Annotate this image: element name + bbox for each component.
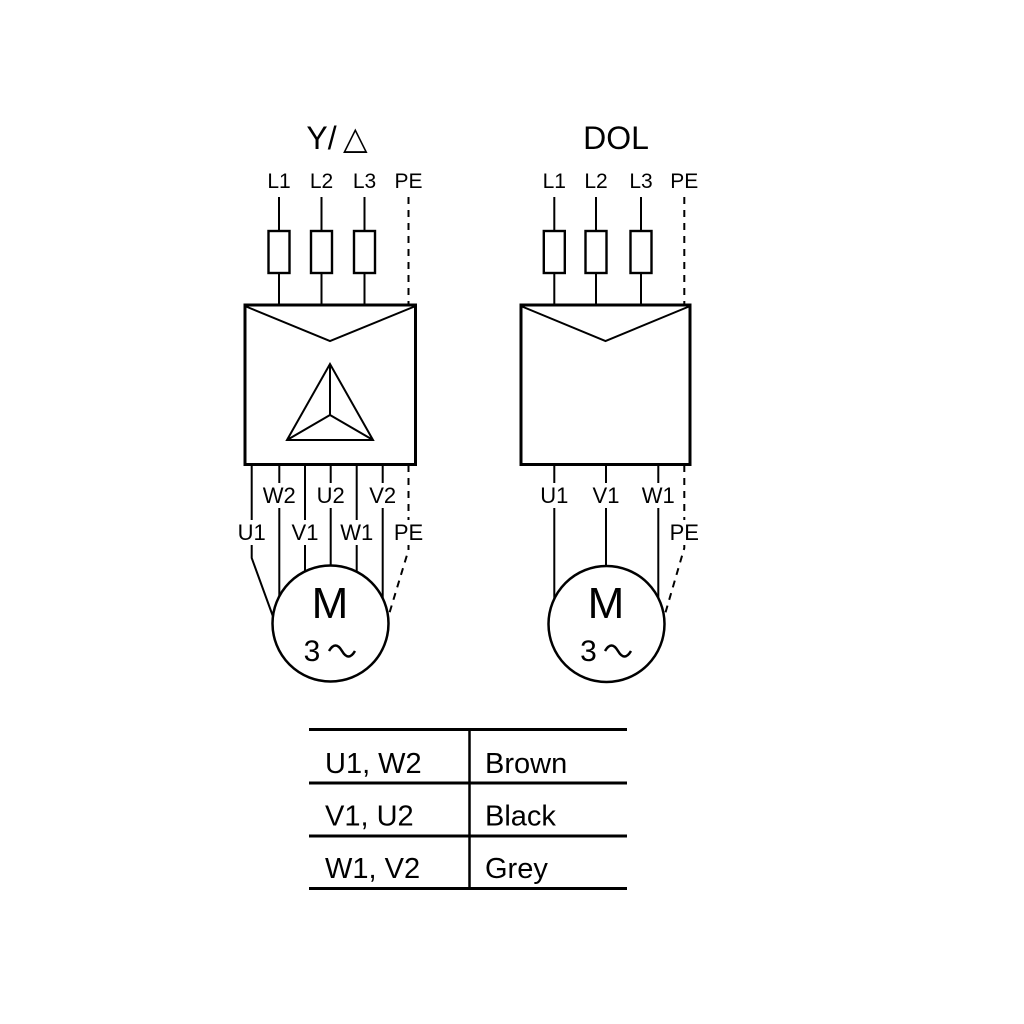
- dol-input-label-l3: L3: [629, 170, 652, 193]
- sd-output-label-v1: V1: [292, 520, 319, 545]
- dol-pe-label-bg: [667, 520, 702, 545]
- dol-fuse-l2: [584, 229, 608, 275]
- sd-u1-label-bg: [234, 520, 269, 545]
- sd-input-label-pe: PE: [394, 170, 422, 193]
- star-delta-title: Y/ △: [306, 120, 368, 156]
- table-color-1: Brown: [485, 748, 567, 780]
- dol-chevron-symbol: [521, 305, 690, 343]
- table-terminals-1: U1, W2: [325, 748, 422, 780]
- table-color-2: Black: [485, 801, 556, 833]
- dol-title: DOL: [583, 120, 649, 156]
- dol-output-label-w1: W1: [642, 483, 675, 508]
- sd-output-label-v2: V2: [369, 483, 396, 508]
- sd-fuse-l3: [352, 229, 377, 275]
- sd-supply-wires: [278, 197, 366, 305]
- table-terminals-2: V1, U2: [325, 801, 414, 833]
- dol-sine-wave-icon: [603, 644, 633, 658]
- sd-input-label-l2: L2: [310, 170, 333, 193]
- sd-output-label-u1: U1: [238, 520, 266, 545]
- dol-pe-wire-bottom: [662, 465, 686, 622]
- sd-fuse-l1: [267, 229, 291, 275]
- sd-motor-phase-count: 3: [304, 635, 321, 668]
- dol-supply-wires: [553, 197, 642, 305]
- sd-pe-wire-bottom: [386, 465, 410, 622]
- dol-output-label-v1: V1: [593, 483, 620, 508]
- dol-u1-label-bg: [537, 483, 572, 508]
- sd-input-label-l3: L3: [353, 170, 376, 193]
- dol-output-label-u1: U1: [540, 483, 568, 508]
- dol-diagram: DOL L1 L2 L3 PE U1 V1 W1 PE M 3: [519, 120, 702, 684]
- dol-starter-box: [519, 303, 692, 466]
- dol-fuse-l1: [542, 229, 566, 275]
- sd-output-label-w2: W2: [263, 483, 296, 508]
- dol-input-label-l1: L1: [543, 170, 566, 193]
- sd-w1-label-bg: [339, 520, 374, 545]
- sd-u2-label-bg: [313, 483, 348, 508]
- star-delta-diagram: Y/ △ L1 L2 L3 PE W2 U2 V2 U1 V1 W1 PE: [234, 120, 426, 683]
- sd-fuse-l2: [309, 229, 334, 275]
- dol-input-label-l2: L2: [584, 170, 607, 193]
- sd-u1-wire: [250, 465, 276, 623]
- sd-output-label-u2: U2: [317, 483, 345, 508]
- sd-input-label-l1: L1: [267, 170, 290, 193]
- sd-v2-label-bg: [365, 483, 400, 508]
- sd-w2-label-bg: [262, 483, 297, 508]
- sd-sine-wave-icon: [327, 644, 357, 658]
- sd-output-label-w1: W1: [340, 520, 373, 545]
- sd-chevron-symbol: [245, 305, 415, 343]
- dol-input-label-pe: PE: [670, 170, 698, 193]
- table-terminals-3: W1, V2: [325, 853, 420, 885]
- dol-w1-label-bg: [641, 483, 676, 508]
- delta-symbol: [285, 361, 375, 441]
- dol-v1-label-bg: [589, 483, 623, 508]
- table-color-3: Grey: [485, 853, 548, 885]
- wiring-table: U1, W2 Brown V1, U2 Black W1, V2 Grey: [309, 728, 627, 890]
- dol-motor-phase-count: 3: [580, 635, 597, 668]
- sd-pe-label-bg: [391, 520, 426, 545]
- sd-motor-label: M: [312, 579, 349, 628]
- dol-motor-label: M: [588, 579, 625, 628]
- dol-output-label-pe: PE: [670, 520, 699, 545]
- dol-fuse-l3: [629, 229, 653, 275]
- sd-motor-circle: [271, 564, 390, 683]
- dol-motor-circle: [547, 564, 666, 684]
- sd-v1-label-bg: [288, 520, 322, 545]
- sd-output-label-pe: PE: [394, 520, 423, 545]
